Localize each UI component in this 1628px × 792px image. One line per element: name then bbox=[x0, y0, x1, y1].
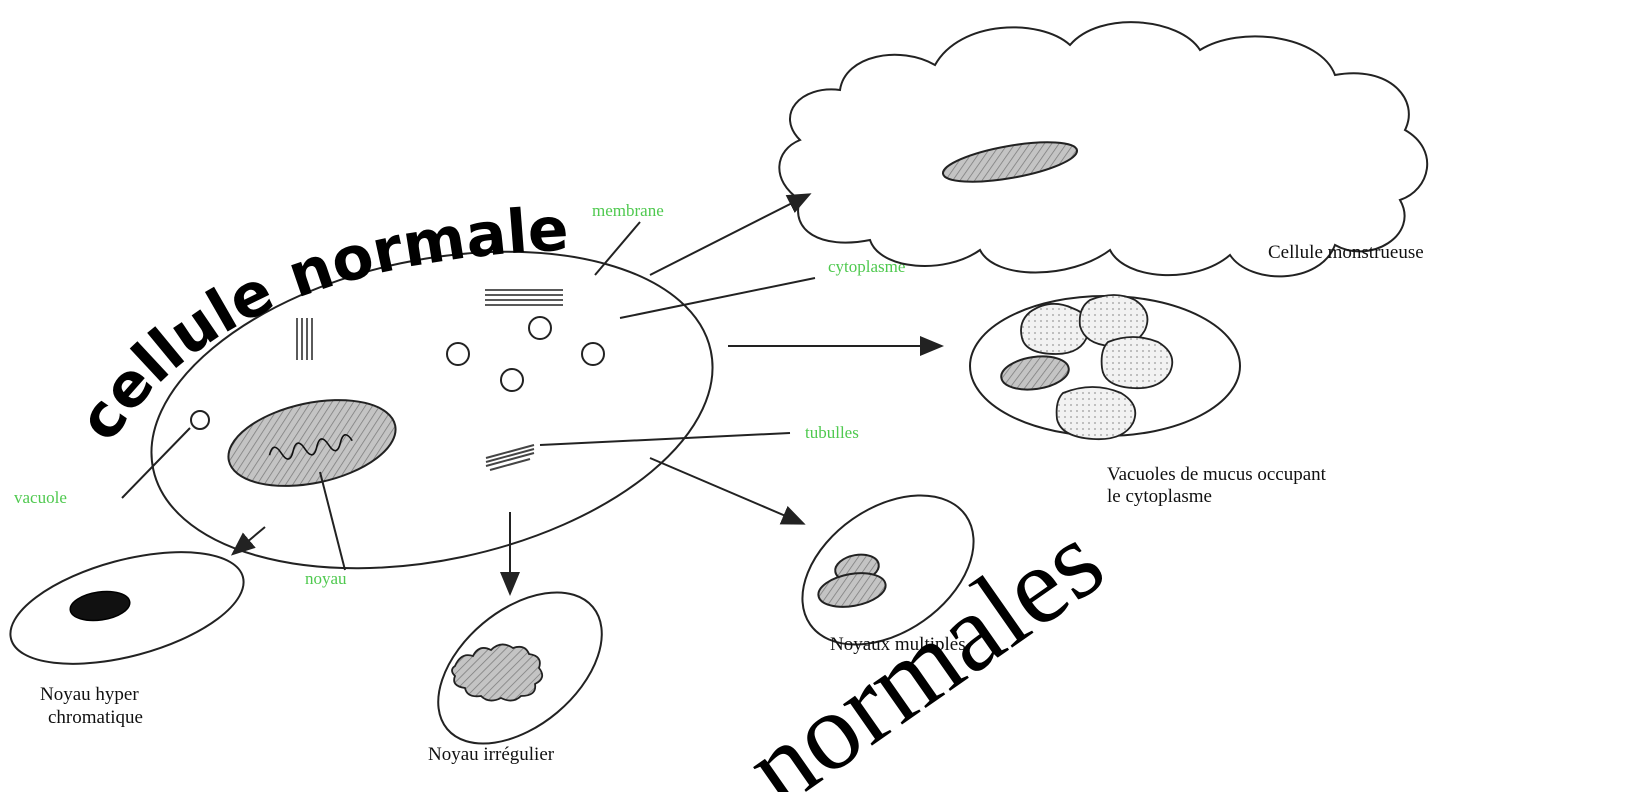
vacuole-small bbox=[501, 369, 523, 391]
vacuole-small bbox=[529, 317, 551, 339]
caption-irregulier: Noyau irrégulier bbox=[428, 744, 555, 765]
cellule-noyau-hyper bbox=[0, 531, 255, 686]
cellule-monstrueuse bbox=[779, 22, 1427, 276]
label-vacuole: vacuole bbox=[14, 488, 67, 507]
caption-vacuoles-line2: le cytoplasme bbox=[1107, 486, 1212, 507]
vacuole-small bbox=[447, 343, 469, 365]
label-tubules: tubulles bbox=[805, 423, 859, 442]
caption-vacuoles-line1: Vacuoles de mucus occupant bbox=[1107, 464, 1327, 485]
cellule-noyau-irregulier bbox=[410, 563, 630, 774]
nucleus bbox=[221, 386, 404, 500]
nucleus bbox=[999, 352, 1071, 393]
caption-hyper-line1: Noyau hyper bbox=[40, 684, 139, 705]
title-abnormal: normales bbox=[724, 498, 1124, 792]
mucus-vacuole bbox=[1021, 304, 1089, 354]
arrow-to-multiples bbox=[650, 458, 802, 523]
label-cytoplasme: cytoplasme bbox=[828, 257, 905, 276]
vacuole bbox=[191, 411, 209, 429]
nucleus-hyperchromatic bbox=[68, 588, 131, 624]
label-membrane: membrane bbox=[592, 201, 664, 220]
nucleus bbox=[940, 134, 1079, 189]
caption-monstrueuse: Cellule monstrueuse bbox=[1268, 242, 1424, 263]
tubules-icon bbox=[486, 445, 534, 470]
cellule-vacuoles bbox=[970, 295, 1240, 439]
reticulum-lines-horizontal bbox=[485, 290, 563, 305]
arrow-to-monstrueuse bbox=[650, 195, 808, 275]
nucleus-irregular bbox=[452, 644, 542, 700]
label-noyau: noyau bbox=[305, 569, 347, 588]
mucus-vacuole bbox=[1057, 387, 1136, 439]
nucleus bbox=[816, 568, 889, 611]
reticulum-lines-vertical bbox=[297, 318, 312, 360]
vacuole-small bbox=[582, 343, 604, 365]
arrow-to-hyper bbox=[234, 527, 265, 553]
mucus-vacuole bbox=[1102, 337, 1173, 388]
caption-hyper-line2: chromatique bbox=[48, 707, 143, 728]
